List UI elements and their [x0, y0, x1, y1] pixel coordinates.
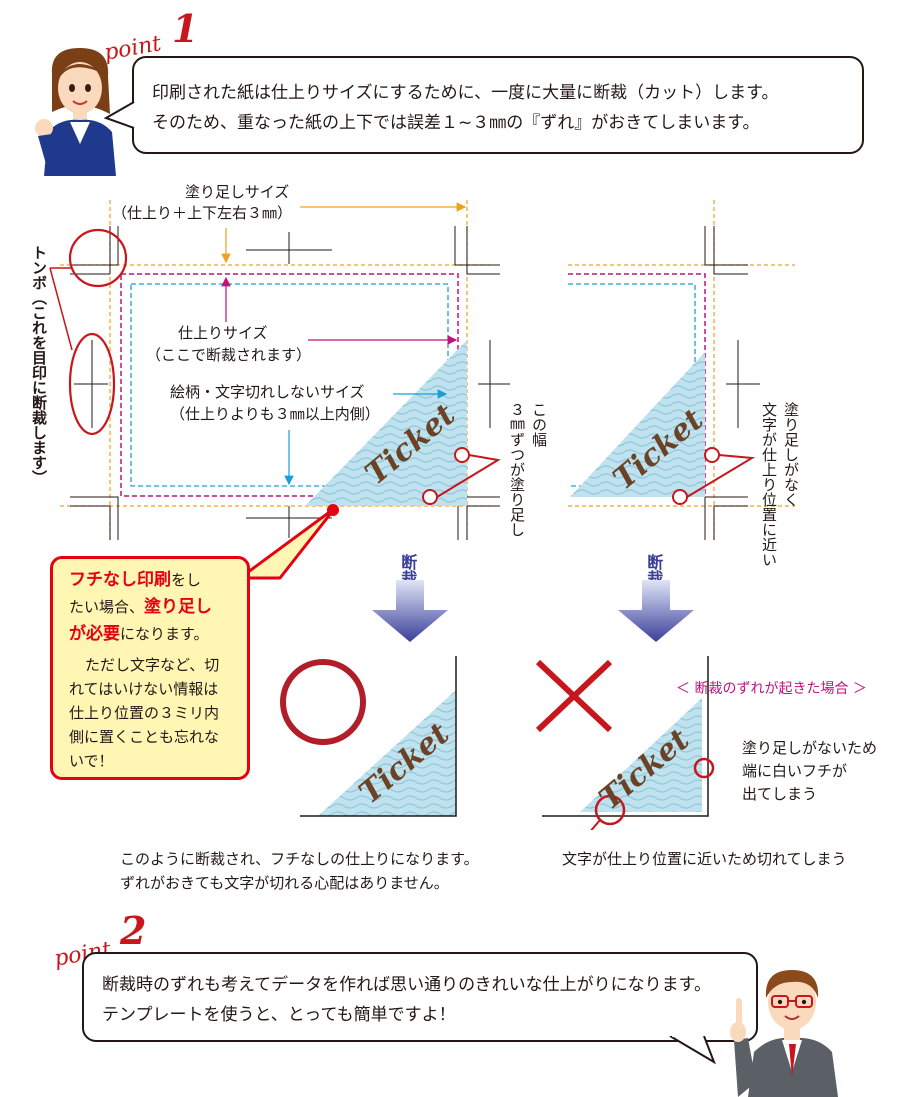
callout-red-borderless: フチなし印刷 [69, 570, 171, 590]
correct-circle-icon [280, 659, 366, 745]
wrong-cross-icon [535, 659, 613, 733]
point1-number: 1 [172, 6, 199, 51]
nobleed-note-1: 塗り足しがなく [782, 402, 800, 507]
finish-size-title: 仕上りサイズ [178, 324, 268, 342]
down-arrow-right-icon [618, 580, 694, 642]
down-arrow-left-icon [372, 580, 448, 642]
good-caption-2: ずれがおきても文字が切れる心配はありません。 [120, 874, 449, 892]
callout-text-2: たい場合、 [69, 598, 145, 617]
safe-area-title: 絵柄・文字切れしないサイズ [170, 383, 365, 401]
finish-size-subtitle: （ここで断裁されます） [146, 346, 312, 364]
white-edge-note-2: 端に白いフチが [742, 762, 848, 780]
white-edge-note-1: 塗り足しがないため [742, 739, 878, 757]
callout-text-3: になります。 [120, 625, 209, 644]
tombo-vertical-label: トンボ（これを目印に断裁します） [30, 245, 48, 485]
callout-p2-2: れてはいけない情報は [69, 679, 219, 698]
bubble2-line2: テンプレートを使うと、とっても簡単ですよ！ [102, 1005, 456, 1025]
woman-avatar [35, 48, 116, 176]
callout-p2-5: いで！ [69, 751, 114, 770]
speech-bubble-1: 印刷された紙は仕上りサイズにするために、一度に大量に断裁（カット）します。 その… [132, 56, 864, 154]
bad-caption: 文字が仕上り位置に近いため切れてしまう [562, 850, 847, 868]
nobleed-note-2: 文字が仕上り位置に近い [760, 402, 778, 567]
bleed-size-subtitle: （仕上り＋上下左右３㎜） [112, 204, 293, 222]
bleed-diagram [49, 200, 795, 540]
ticket-triangle-left [305, 340, 467, 506]
good-caption-1: このように断裁され、フチなしの仕上りになります。 [120, 850, 479, 868]
callout-red-needed: が必要 [69, 624, 120, 645]
bubble1-line2: そのため、重なった紙の上下では誤差１~３㎜の『ずれ』がおきてしまいます。 [152, 113, 760, 133]
tombo-highlight-corner [68, 228, 128, 288]
ticket-triangle-right [570, 352, 705, 497]
white-edge-note-3: 出てしまう [742, 785, 818, 803]
bleed-size-title: 塗り足しサイズ [185, 183, 290, 201]
man-avatar [730, 970, 838, 1097]
bubble2-line1: 断裁時のずれも考えてデータを作れば思い通りのきれいな仕上がりになります。 [102, 975, 711, 995]
safe-area-subtitle: （仕上りよりも３㎜以上内側） [170, 405, 380, 423]
callout-text-1: をし [171, 571, 202, 589]
point2-number: 2 [120, 908, 147, 953]
width-note-2: ３㎜ずつが塗り足し [508, 402, 526, 537]
bubble2-tail [669, 1036, 716, 1065]
callout-p2-1: ただし文字など、切 [85, 655, 220, 674]
callout-red-bleed: 塗り足し [144, 597, 213, 618]
tombo-highlight-side [68, 332, 116, 436]
callout-pointer [238, 504, 339, 580]
result-panels [280, 656, 715, 830]
width-note-1: この幅 [530, 402, 548, 447]
speech-bubble-2: 断裁時のずれも考えてデータを作れば思い通りのきれいな仕上がりになります。 テンプ… [82, 952, 758, 1042]
borderless-print-callout: フチなし印刷をし たい場合、塗り足し が必要になります。 ただし文字など、切 れ… [50, 556, 250, 780]
bubble1-tail [104, 101, 136, 129]
shift-case-title: ＜ 断裁のずれが起きた場合 ＞ [676, 681, 867, 697]
callout-p2-4: 側に置くことも忘れな [69, 727, 220, 746]
bubble1-line1: 印刷された紙は仕上りサイズにするために、一度に大量に断裁（カット）します。 [152, 83, 779, 103]
callout-p2-3: 仕上り位置の３ミリ内 [69, 703, 220, 722]
